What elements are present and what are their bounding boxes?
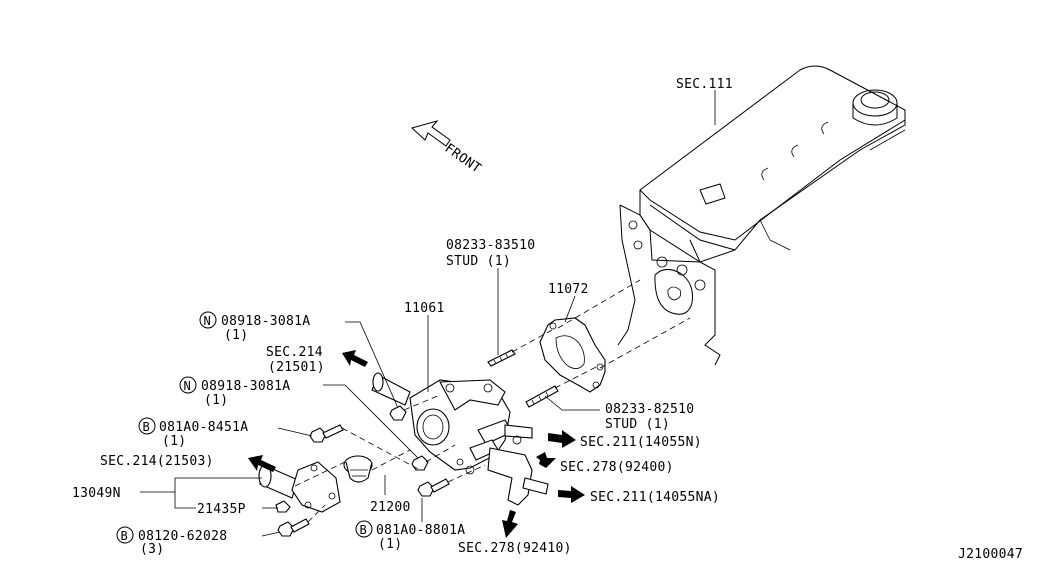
bolt2-marker: B xyxy=(355,520,373,538)
label-sec214a-sub: (21501) xyxy=(268,360,325,375)
water-outlet-11061 xyxy=(371,372,549,506)
label-nut1-pn: 08918-3081A xyxy=(221,314,310,329)
label-sec278b: SEC.278(92410) xyxy=(458,541,572,556)
label-sec211a: SEC.211(14055N) xyxy=(580,435,702,450)
bolt-081A0-8451A xyxy=(309,424,344,443)
thermostat-21200 xyxy=(343,455,373,483)
bolt3-marker: B xyxy=(116,526,134,544)
flow-arrow-icon xyxy=(248,350,585,538)
nut-upper xyxy=(389,405,407,421)
label-sec214a: SEC.214 xyxy=(266,345,323,360)
svg-text:B: B xyxy=(143,420,151,434)
label-sec214b: SEC.214(21503) xyxy=(100,454,214,469)
label-bolt1-qty: (1) xyxy=(162,434,186,449)
alignment-lines xyxy=(294,279,691,523)
label-stud-bottom-desc: STUD (1) xyxy=(605,417,670,432)
label-bolt3-pn: 08120-62028 xyxy=(138,529,227,544)
label-11061: 11061 xyxy=(404,301,445,316)
svg-text:N: N xyxy=(204,314,212,328)
nut-lower xyxy=(411,455,429,471)
label-nut1-qty: (1) xyxy=(224,328,248,343)
label-sec111: SEC.111 xyxy=(676,77,733,92)
label-stud-top-desc: STUD (1) xyxy=(446,254,511,269)
leader-lines xyxy=(140,90,716,537)
water-inlet-13049N xyxy=(258,461,341,513)
label-21435p: 21435P xyxy=(197,502,246,517)
stud-bottom xyxy=(525,385,559,408)
engine-head-drawing xyxy=(617,65,906,366)
nut1-marker: N xyxy=(199,311,217,329)
stud-top xyxy=(487,349,516,367)
front-label: FRONT xyxy=(442,141,484,177)
label-21200: 21200 xyxy=(370,500,411,515)
gasket-21435P xyxy=(275,500,291,513)
label-bolt2-pn: 081A0-8801A xyxy=(376,523,465,538)
label-13049n: 13049N xyxy=(72,486,121,501)
bolt-081A0-8801A xyxy=(417,478,450,497)
label-11072: 11072 xyxy=(548,282,589,297)
svg-text:N: N xyxy=(184,379,192,393)
label-nut2-pn: 08918-3081A xyxy=(201,379,290,394)
label-sec278a: SEC.278(92400) xyxy=(560,460,674,475)
svg-text:B: B xyxy=(121,529,129,543)
label-sec211b: SEC.211(14055NA) xyxy=(590,490,720,505)
nut2-marker: N xyxy=(179,376,197,394)
label-nut2-qty: (1) xyxy=(204,393,228,408)
label-stud-bottom-pn: 08233-82510 xyxy=(605,402,694,417)
bolts-08120-62028 xyxy=(277,518,310,537)
label-stud-top-pn: 08233-83510 xyxy=(446,238,535,253)
diagram-id: J2100047 xyxy=(958,547,1023,562)
svg-text:B: B xyxy=(360,523,368,537)
gasket-11072 xyxy=(539,317,606,393)
label-bolt3-qty: (3) xyxy=(140,542,164,557)
label-bolt1-pn: 081A0-8451A xyxy=(159,420,248,435)
front-direction-arrow-icon xyxy=(411,120,451,147)
bolt1-marker: B xyxy=(138,417,156,435)
label-bolt2-qty: (1) xyxy=(378,537,402,552)
